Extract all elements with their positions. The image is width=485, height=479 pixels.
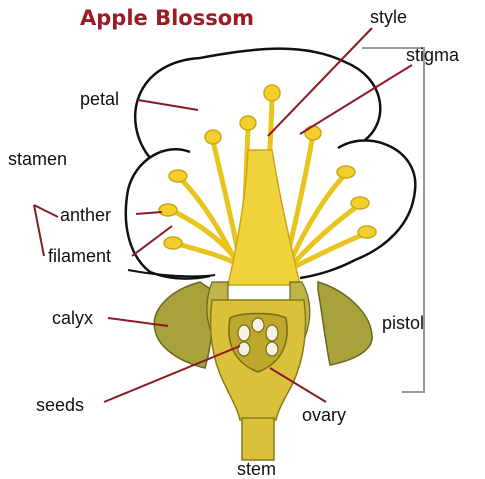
label-style: style — [370, 8, 407, 26]
label-calyx: calyx — [52, 309, 93, 327]
label-pistol: pistol — [382, 314, 424, 332]
leader-stamen-anther — [34, 205, 58, 217]
label-petal: petal — [80, 90, 119, 108]
label-anther: anther — [60, 206, 111, 224]
label-stem: stem — [237, 460, 276, 478]
seed — [266, 342, 278, 356]
leader-stamen-filament — [34, 205, 44, 256]
anther — [169, 170, 187, 182]
seed — [252, 318, 264, 332]
label-stigma: stigma — [406, 46, 459, 64]
anther — [305, 126, 321, 140]
label-stamen: stamen — [8, 150, 67, 168]
anther — [164, 237, 182, 249]
seed — [238, 325, 250, 341]
label-filament: filament — [48, 247, 111, 265]
sepal-right — [318, 282, 372, 365]
anther — [337, 166, 355, 178]
anther — [205, 130, 221, 144]
label-ovary: ovary — [302, 406, 346, 424]
anther — [358, 226, 376, 238]
label-seeds: seeds — [36, 396, 84, 414]
stem — [242, 418, 274, 460]
anther — [240, 116, 256, 130]
seed — [238, 342, 250, 356]
seed — [266, 325, 278, 341]
petal-top — [135, 49, 380, 158]
anther — [264, 85, 280, 101]
style — [228, 150, 300, 285]
diagram-title: Apple Blossom — [80, 8, 254, 29]
anther — [159, 204, 177, 216]
anther — [351, 197, 369, 209]
